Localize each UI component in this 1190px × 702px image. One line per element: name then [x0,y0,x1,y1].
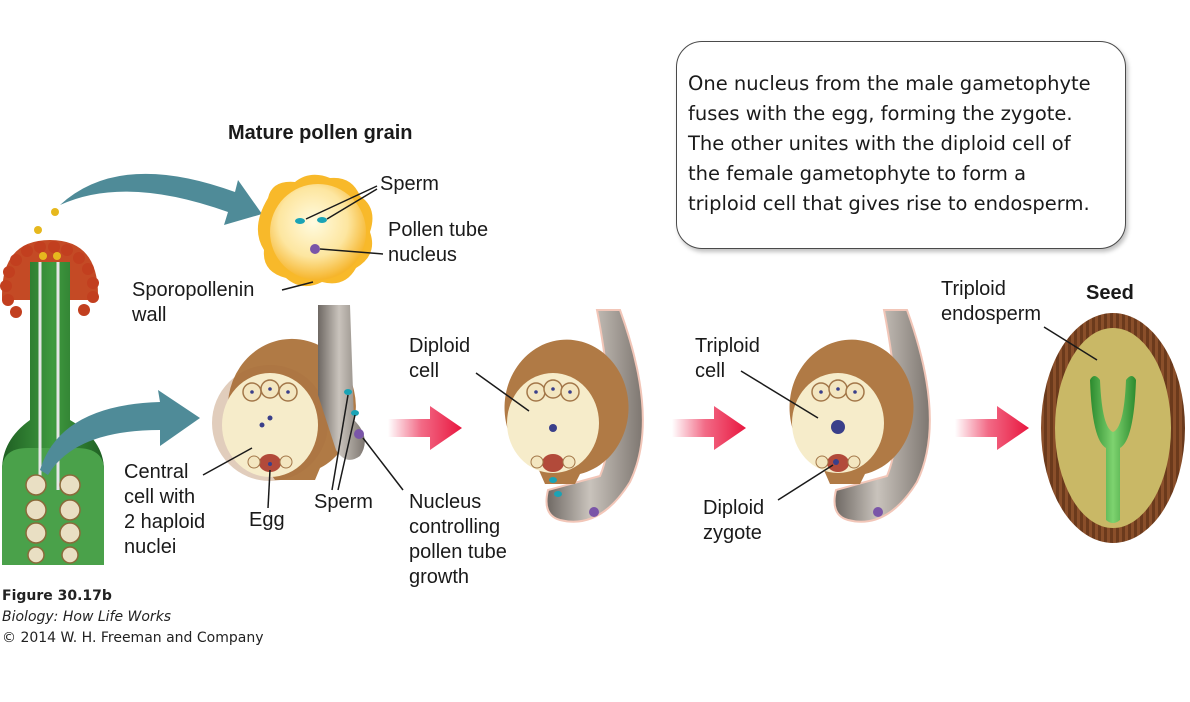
ovule-2 [504,309,644,523]
label-sperm-top: Sperm [380,173,439,195]
label-triploid-endosperm: Triploid endosperm [941,278,1042,325]
red-arrow-1 [388,406,462,450]
label-nucleus-controlling: Nucleus controlling pollen tube growth [409,491,507,588]
ovule-3 [789,309,931,523]
label-sperm-bottom: Sperm [314,491,373,513]
label-seed: Seed [1086,282,1134,304]
label-egg: Egg [249,509,285,531]
label-diploid-zygote: Diploid zygote [703,497,765,544]
label-mature-pollen-grain: Mature pollen grain [228,122,413,144]
seed [1041,313,1185,543]
label-sporopollenin-wall: Sporopollenin wall [132,279,255,326]
pollen-grain [257,174,373,287]
sperm-nucleus [295,218,305,224]
ovules-in-ovary [25,474,81,564]
pollen-tube-nucleus-dot [310,244,320,254]
explanation-callout: One nucleus from the male gametophyte fu… [676,41,1126,249]
sperm-nucleus [317,217,327,223]
leader-lines [202,185,1098,509]
teal-arrow-to-ovule [40,390,200,475]
red-arrow-2 [672,406,746,450]
label-central-cell: Central cell with 2 haploid nuclei [124,461,206,558]
stigma-beads [0,241,99,318]
red-arrow-3 [955,406,1029,450]
label-pollen-tube-nucleus: Pollen tube nucleus [388,219,489,266]
book-title: Biology: How Life Works [2,609,172,625]
pistil [0,208,104,565]
teal-arrow-to-pollen [60,173,262,225]
callout-text: One nucleus from the male gametophyte fu… [688,72,1091,215]
label-triploid-cell: Triploid cell [695,335,760,382]
figure-number: Figure 30.17b [2,588,112,604]
label-diploid-cell: Diploid cell [409,335,471,382]
copyright: © 2014 W. H. Freeman and Company [2,630,264,646]
